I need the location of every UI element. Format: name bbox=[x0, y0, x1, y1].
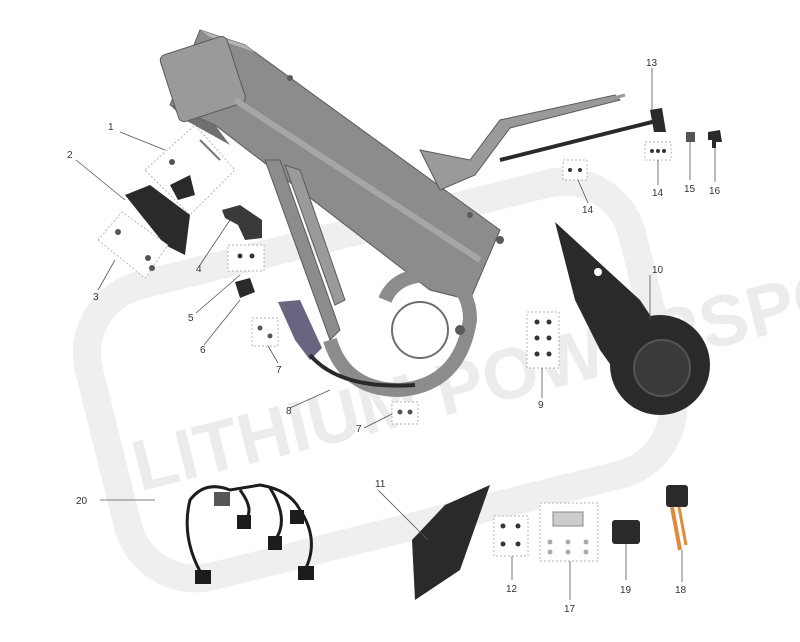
callout-17: 17 bbox=[564, 604, 576, 615]
part-12-bolt-kit bbox=[493, 515, 529, 557]
main-frame bbox=[159, 29, 621, 398]
part-7-bolt-kit-b bbox=[391, 401, 419, 425]
part-16-knob bbox=[708, 130, 722, 148]
callout-labels: 1 2 3 4 5 6 7 7 8 9 10 11 12 13 14 14 15… bbox=[67, 58, 721, 615]
part-7-bolt-kit-a bbox=[251, 317, 279, 347]
callout-10: 10 bbox=[652, 265, 664, 276]
callout-16: 16 bbox=[709, 186, 721, 197]
callout-3: 3 bbox=[93, 292, 99, 303]
leader-lines bbox=[75, 68, 716, 600]
callout-19: 19 bbox=[620, 585, 632, 596]
callout-2: 2 bbox=[67, 150, 73, 161]
part-8-skid-bracket bbox=[278, 300, 416, 388]
part-4-bracket bbox=[222, 205, 262, 240]
callout-13: 13 bbox=[646, 58, 658, 69]
part-2-side-cover bbox=[125, 185, 190, 255]
callout-20: 20 bbox=[76, 496, 88, 507]
callout-9: 9 bbox=[538, 400, 544, 411]
callout-4: 4 bbox=[196, 264, 202, 275]
callout-7b: 7 bbox=[356, 424, 362, 435]
part-15-cap bbox=[686, 132, 695, 142]
callout-12: 12 bbox=[506, 584, 518, 595]
callout-11: 11 bbox=[375, 479, 386, 490]
callout-14b: 14 bbox=[582, 205, 594, 216]
part-13-throttle-cable bbox=[499, 93, 666, 162]
callout-6: 6 bbox=[200, 345, 206, 356]
part-18-connector bbox=[666, 485, 688, 551]
part-11-lower-panel bbox=[412, 485, 490, 600]
callout-8: 8 bbox=[286, 406, 292, 417]
callout-1: 1 bbox=[108, 122, 114, 133]
callout-15: 15 bbox=[684, 184, 696, 195]
part-10-side-cover bbox=[555, 222, 710, 415]
callout-7a: 7 bbox=[276, 365, 282, 376]
part-5-bolt-kit bbox=[227, 244, 265, 272]
callout-18: 18 bbox=[675, 585, 687, 596]
part-14-bolt-kit-a bbox=[644, 141, 672, 161]
part-1-hardware-kit bbox=[144, 124, 236, 216]
part-19-relay bbox=[612, 520, 640, 544]
part-3-bolt-kit bbox=[97, 211, 169, 279]
part-14-bolt-kit-b bbox=[562, 159, 588, 181]
part-20-wiring-harness bbox=[185, 483, 314, 584]
part-9-fastener-kit bbox=[526, 311, 560, 369]
part-6-mount bbox=[235, 278, 255, 298]
callout-14a: 14 bbox=[652, 188, 664, 199]
callout-5: 5 bbox=[188, 313, 194, 324]
part-17-hardware-kit bbox=[539, 502, 599, 562]
